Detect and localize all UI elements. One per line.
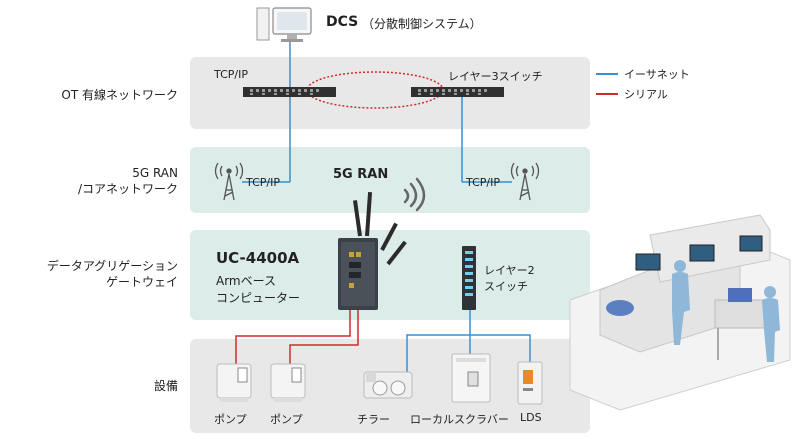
gateway-band <box>190 230 590 320</box>
ethernet-links <box>242 42 531 372</box>
dcs-computer-icon <box>256 7 312 42</box>
layer3-switch-icon <box>411 87 504 97</box>
local-scrubber-icon <box>451 353 491 403</box>
gateway-desc-line2: コンピューター <box>216 291 301 305</box>
ran-center-label: 5G RAN <box>333 167 389 182</box>
legend-ethernet-label: イーサネット <box>624 68 690 81</box>
serial-links <box>235 71 444 365</box>
dcs-label: DCS <box>326 14 359 30</box>
pump-icon-1 <box>216 363 252 402</box>
layer3-switch-label: レイヤー3スイッチ <box>448 70 543 83</box>
tcpip-switch-icon <box>243 87 336 97</box>
device-label-lds: LDS <box>520 411 542 424</box>
legend-serial-label: シリアル <box>624 88 668 101</box>
legend-serial-line <box>596 93 618 95</box>
device-label-local-scrubber: ローカルスクラバー <box>410 413 509 426</box>
device-label-pump-2: ポンプ <box>270 413 303 426</box>
device-label-chiller: チラー <box>357 413 390 426</box>
ran-left-tcpip-label: TCP/IP <box>246 176 280 189</box>
legend-ethernet-line <box>596 73 618 75</box>
row-label-ot: OT 有線ネットワーク <box>61 88 178 102</box>
row-label-equipment: 設備 <box>153 379 178 393</box>
device-label-pump-1: ポンプ <box>214 413 247 426</box>
gateway-device-icon <box>338 191 407 310</box>
ot-tcpip-label: TCP/IP <box>214 68 248 81</box>
factory-floor-illustration <box>569 214 791 411</box>
lds-icon <box>517 361 543 405</box>
wireless-signal-icon <box>403 177 426 212</box>
cell-tower-icon-left <box>214 162 244 201</box>
gateway-model-label: UC-4400A <box>216 249 300 267</box>
row-label-gateway: データアグリゲーション ゲートウェイ <box>46 259 178 289</box>
dcs-subtitle: （分散制御システム） <box>362 17 482 31</box>
chiller-icon <box>363 371 413 399</box>
cell-tower-icon-right <box>510 162 540 201</box>
gateway-desc-line1: Armベース <box>216 274 277 288</box>
layer2-switch-icon <box>462 246 476 310</box>
layer2-switch-label-line2: スイッチ <box>484 280 528 293</box>
layer2-switch-label-line1: レイヤー2 <box>484 264 535 277</box>
ran-right-tcpip-label: TCP/IP <box>466 176 500 189</box>
pump-icon-2 <box>270 363 306 402</box>
row-label-ran: 5G RAN /コアネットワーク <box>77 166 178 196</box>
